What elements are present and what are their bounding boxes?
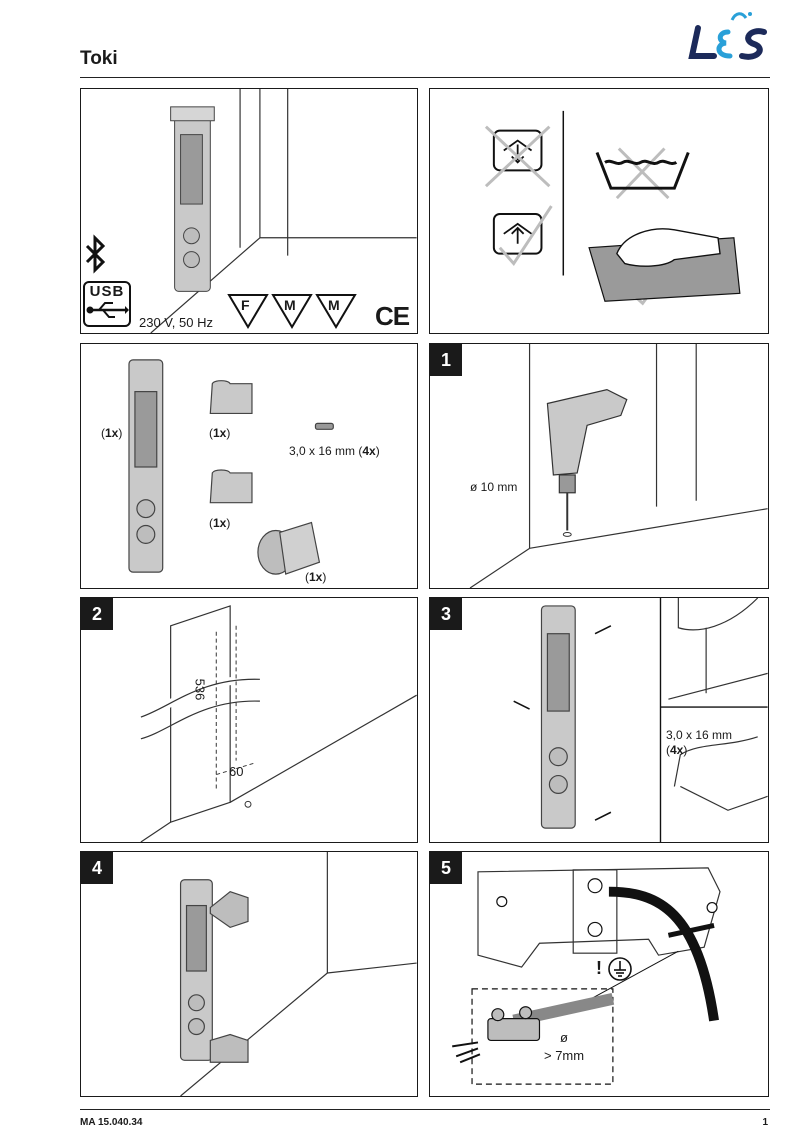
ground-warning: ! <box>596 958 602 978</box>
panel-contents: (1x) (1x) 3,0 x 16 mm (4x) (1x) (1x) <box>80 343 418 589</box>
usb-badge: USB <box>83 281 131 327</box>
dim-vertical: 536 <box>192 678 208 701</box>
qty-end-cap-bottom: (1x) <box>209 516 231 530</box>
panel-step-1: 1 ø 10 mm <box>429 343 769 589</box>
les-logo <box>688 12 767 60</box>
usb-label: USB <box>89 283 125 300</box>
care-illustration <box>484 110 741 306</box>
page-title: Toki <box>80 48 118 69</box>
ground-icon <box>608 957 632 981</box>
marking-illustration <box>139 605 417 842</box>
panel-step-5: 5 ! ø > 7mm <box>429 851 769 1097</box>
drill-diameter: ø 10 mm <box>470 480 518 494</box>
panel-step-4: 4 <box>80 851 418 1097</box>
power-rating: 230 V, 50 Hz <box>139 315 213 330</box>
ce-mark: CE <box>375 301 410 331</box>
diameter-symbol: ø <box>560 1030 568 1045</box>
panel-care <box>429 88 769 334</box>
screw-spec: 3,0 x 16 mm (4x) <box>289 444 380 458</box>
footer-rule <box>80 1109 770 1110</box>
qty-strip: (1x) <box>101 426 123 440</box>
contents-illustration <box>128 359 334 575</box>
screw-spec: 3,0 x 16 mm(4x) <box>666 728 733 757</box>
step-number: 1 <box>430 344 462 376</box>
mounting-illustration <box>513 598 768 842</box>
cert-marks <box>227 294 357 329</box>
cert-mark-f: F <box>241 297 250 313</box>
end-caps-illustration <box>179 852 417 1096</box>
step-number: 4 <box>81 852 113 884</box>
cert-mark-m2: M <box>328 297 340 313</box>
panel-overview: USB 230 V, 50 Hz F M M CE <box>80 88 418 334</box>
step-number: 5 <box>430 852 462 884</box>
panel-step-3: 3 3,0 x 16 mm(4x) <box>429 597 769 843</box>
overview-illustration <box>150 89 417 333</box>
dim-horizontal: 60 <box>229 764 244 779</box>
page-number: 1 <box>762 1117 768 1128</box>
panel-step-2: 2 536 60 <box>80 597 418 843</box>
drill-illustration <box>469 344 768 588</box>
header-rule <box>80 77 770 78</box>
usb-symbol-icon <box>86 302 129 318</box>
cable-diameter: > 7mm <box>544 1048 585 1063</box>
bluetooth-icon <box>85 234 106 274</box>
qty-plug: (1x) <box>305 570 327 584</box>
doc-id: MA 15.040.34 <box>80 1117 143 1128</box>
step-number: 2 <box>81 598 113 630</box>
cert-mark-m1: M <box>284 297 296 313</box>
wiring-illustration <box>452 867 721 1085</box>
step-number: 3 <box>430 598 462 630</box>
qty-end-cap-top: (1x) <box>209 426 231 440</box>
